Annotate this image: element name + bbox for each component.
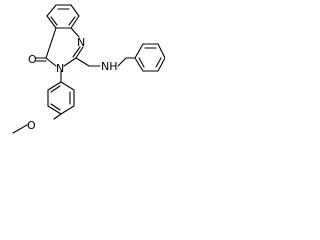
chemical-structure-diagram: N O N NH O — [12, 4, 165, 134]
methoxyphenyl-ring — [47, 81, 75, 115]
methoxy-group — [12, 113, 62, 134]
atom-label-ring-n3: N — [56, 62, 64, 75]
benzyl-phenyl-ring — [134, 43, 165, 72]
atom-label-amine-nh: NH — [101, 60, 118, 73]
benzo-ring — [46, 4, 80, 29]
atom-label-methoxy-oxygen: O — [27, 119, 36, 132]
carbonyl-bond — [35, 57, 47, 62]
pyrimidinone-ring — [45, 27, 84, 67]
atom-label-ring-n1: N — [77, 36, 85, 49]
benzylaminomethyl-chain — [75, 57, 136, 67]
atom-label-carbonyl-oxygen: O — [28, 53, 37, 66]
